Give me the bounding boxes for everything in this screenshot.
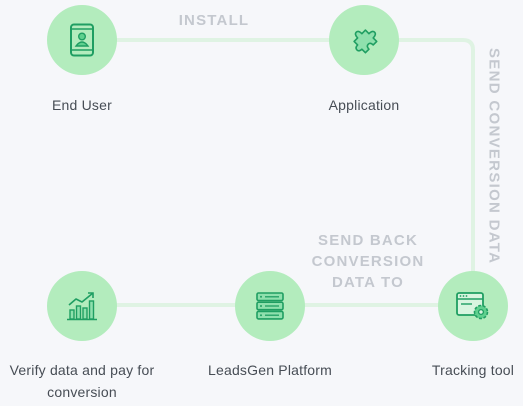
edge-label-send-conversion: SEND CONVERSION DATA xyxy=(485,47,503,265)
node-verify xyxy=(47,271,117,341)
label-verify-line1: Verify data and pay for xyxy=(9,362,155,378)
puzzle-piece-icon xyxy=(353,29,378,54)
edge-label-send-back: SEND BACK CONVERSION DATA TO xyxy=(298,230,438,293)
bar-chart-growth-icon xyxy=(67,292,97,321)
edge-label-send-back-line3: DATA TO xyxy=(331,274,404,291)
edge-label-send-back-line1: SEND BACK xyxy=(318,232,418,249)
label-leadsgen-platform: LeadsGen Platform xyxy=(207,362,333,378)
edge-label-send-back-line2: CONVERSION xyxy=(311,253,425,270)
connector-top xyxy=(82,38,475,292)
label-tracking-tool: Tracking tool xyxy=(431,362,515,378)
node-application xyxy=(329,5,399,75)
server-stack-icon xyxy=(256,292,284,320)
node-tracking-tool xyxy=(438,271,508,341)
label-verify: Verify data and pay for conversion xyxy=(0,359,164,403)
browser-gear-icon xyxy=(456,292,489,320)
node-leadsgen-platform xyxy=(235,271,305,341)
node-end-user xyxy=(47,5,117,75)
label-verify-line2: conversion xyxy=(47,384,117,400)
smartphone-user-icon xyxy=(70,23,94,57)
label-application: Application xyxy=(328,97,400,113)
label-end-user: End User xyxy=(52,97,112,113)
edge-label-install: INSTALL xyxy=(178,12,250,29)
